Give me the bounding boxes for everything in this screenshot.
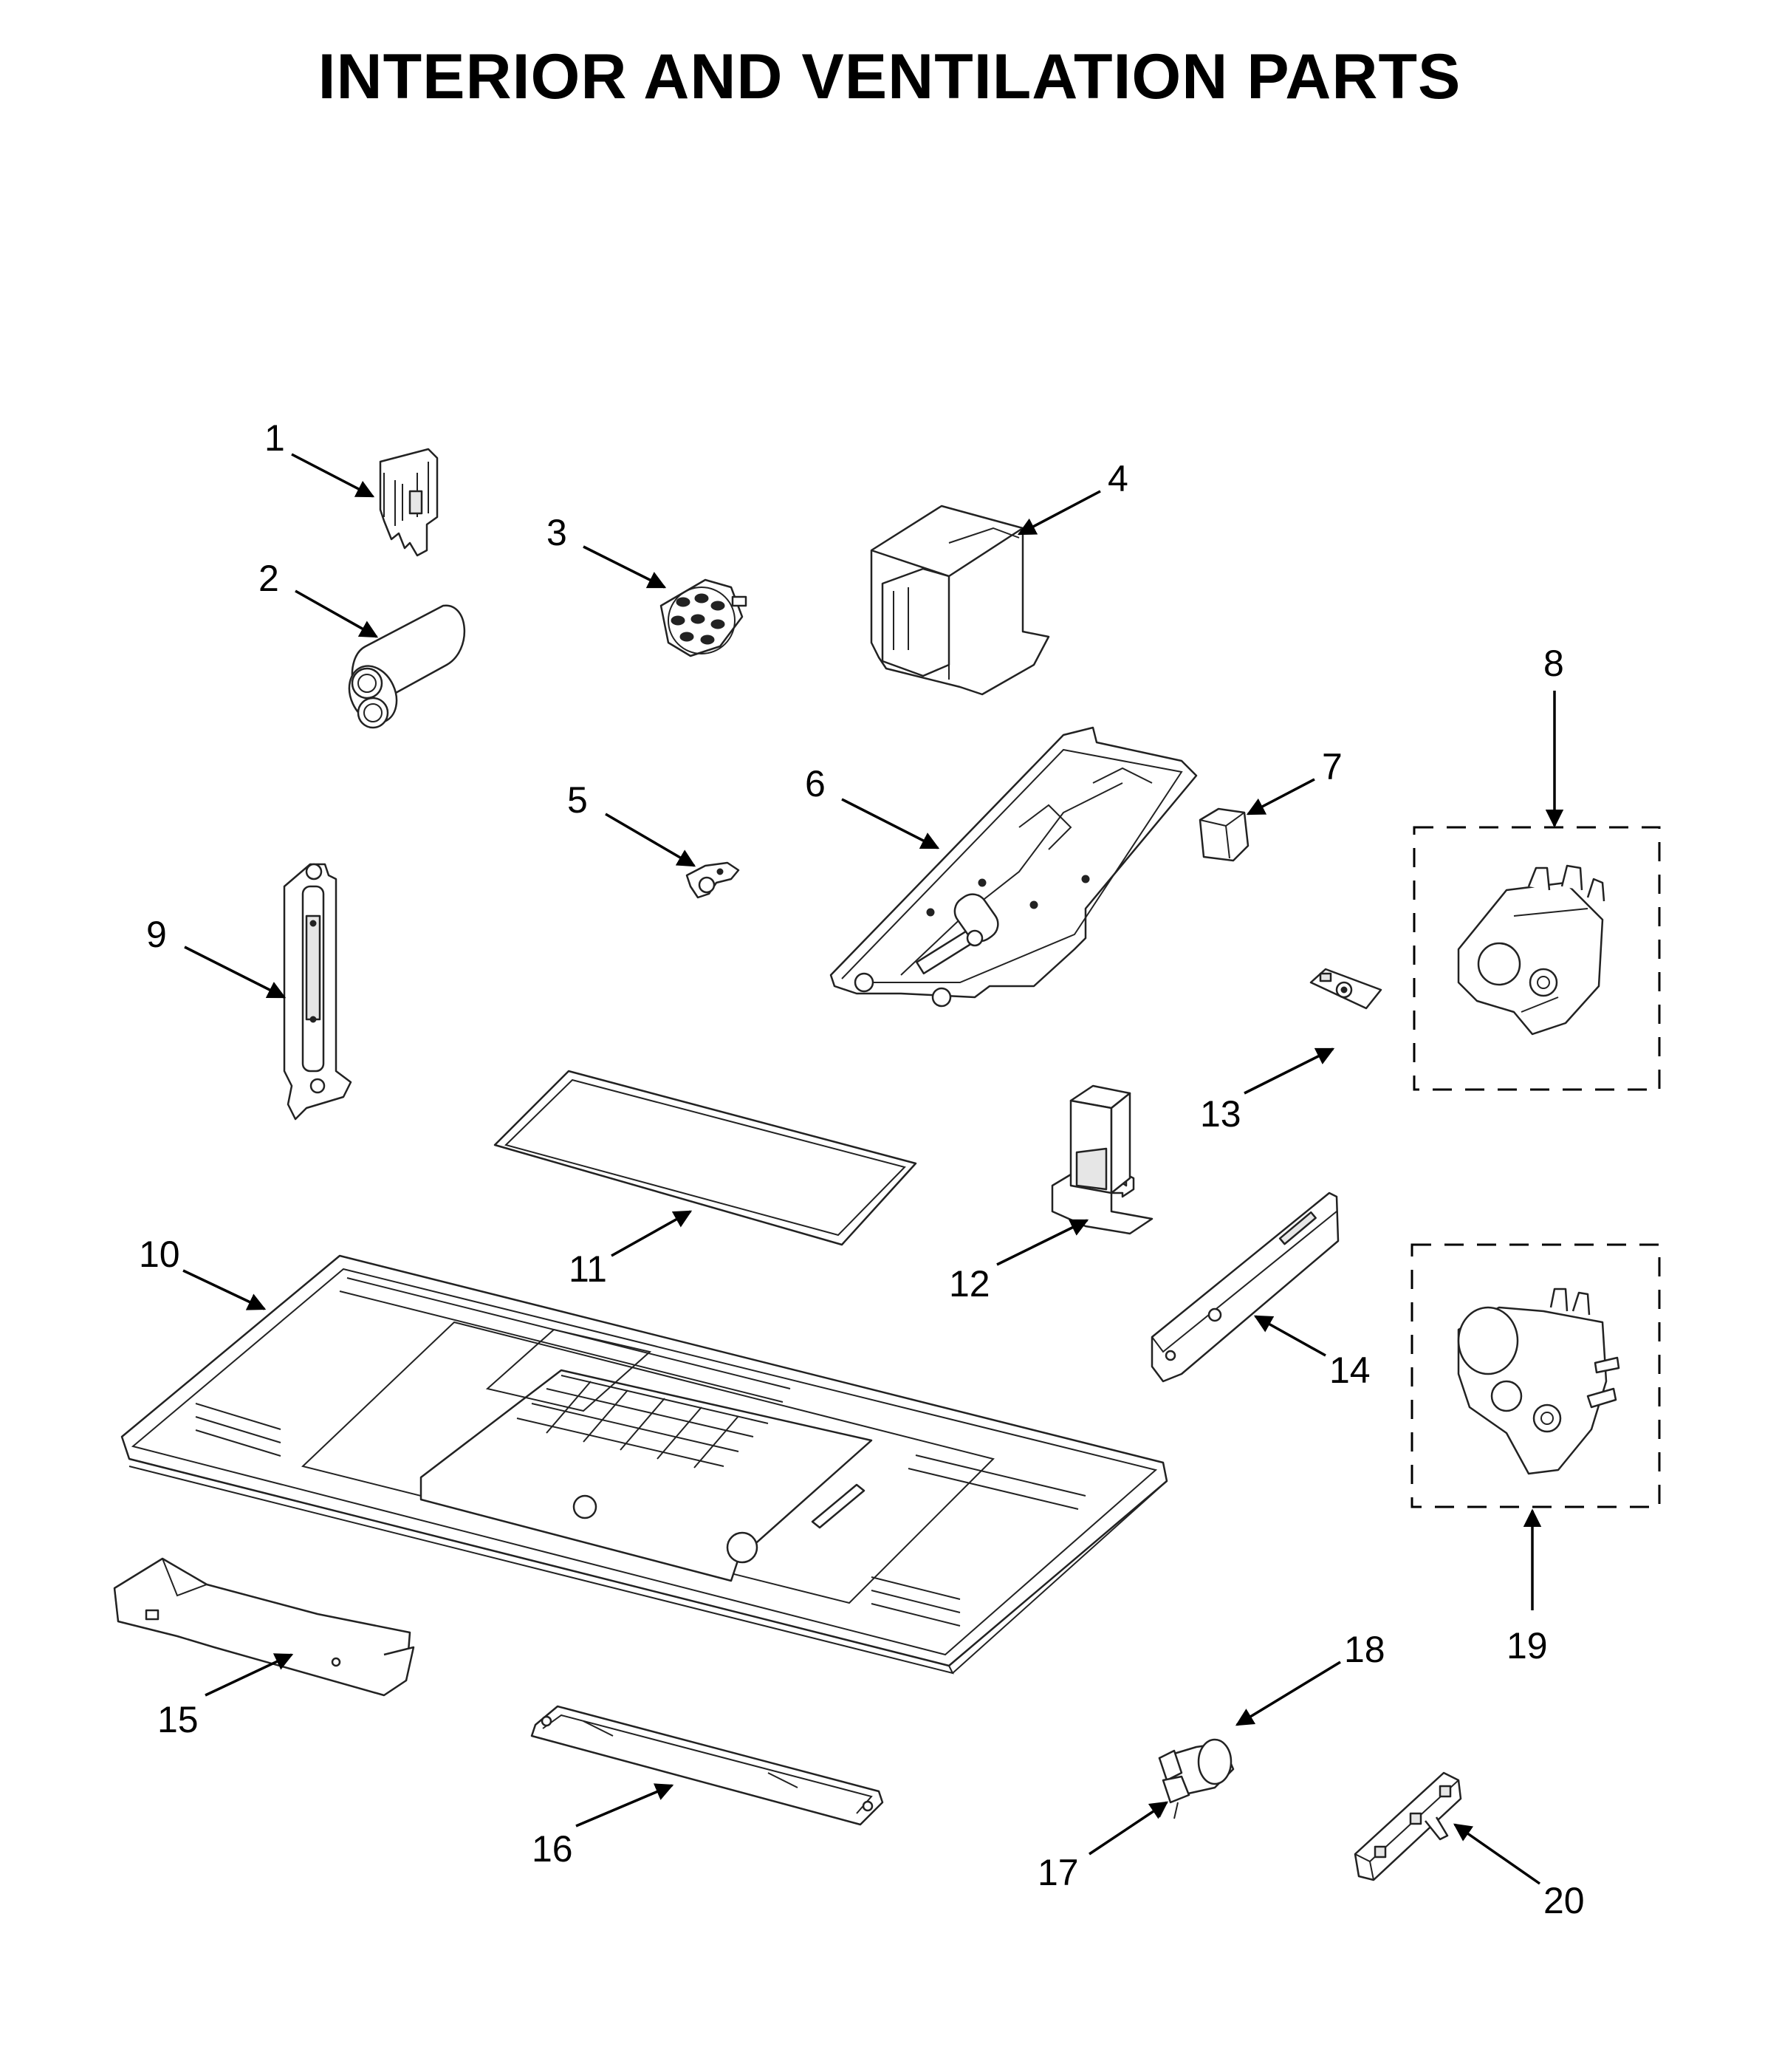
part-8-door-switch-assembly-drawing[interactable] <box>1457 864 1605 1036</box>
part-8-assembly-box <box>1413 826 1661 1091</box>
diagram-title: INTERIOR AND VENTILATION PARTS <box>318 41 1461 112</box>
part-20-terminal-block-drawing[interactable] <box>1354 1771 1462 1881</box>
callout-19: 19 <box>1507 1625 1548 1666</box>
part-12-duct-drawing[interactable] <box>1051 1084 1154 1235</box>
part-3-motor-cover-drawing[interactable] <box>659 578 747 657</box>
part-6-base-plate-drawing[interactable] <box>829 726 1198 1008</box>
part-4-transformer-drawing[interactable] <box>870 505 1050 696</box>
callout-1: 1 <box>264 417 285 459</box>
part-19-assembly-box <box>1410 1243 1661 1508</box>
part-7-switch-drawing[interactable] <box>1199 807 1250 862</box>
part-1-bracket-drawing[interactable] <box>379 448 439 557</box>
callout-4: 4 <box>1108 458 1128 499</box>
part-9-bracket-drawing[interactable] <box>283 863 352 1121</box>
callout-7: 7 <box>1322 746 1343 787</box>
callout-20: 20 <box>1543 1880 1585 1921</box>
callout-2: 2 <box>258 558 279 599</box>
callout-17: 17 <box>1038 1852 1079 1893</box>
part-15-cover-drawing[interactable] <box>113 1557 415 1697</box>
callout-5: 5 <box>567 779 588 821</box>
leader-lines <box>182 453 1564 1885</box>
callout-10: 10 <box>139 1234 180 1275</box>
part-5-thermostat-drawing[interactable] <box>685 861 740 899</box>
callout-11: 11 <box>569 1248 607 1290</box>
callout-16: 16 <box>532 1828 573 1870</box>
callout-8: 8 <box>1543 643 1564 684</box>
part-17-18-sensor-drawing[interactable] <box>1158 1738 1235 1819</box>
callout-13: 13 <box>1200 1093 1241 1135</box>
callout-9: 9 <box>146 914 167 955</box>
part-19-door-switch-assembly-drawing[interactable] <box>1457 1288 1620 1475</box>
callout-labels: 1 2 3 4 5 6 7 8 9 10 11 12 13 14 19 15 1… <box>139 417 1585 1921</box>
part-10-bottom-plate-drawing[interactable] <box>120 1254 1168 1675</box>
callout-18: 18 <box>1344 1629 1385 1670</box>
part-16-plate-drawing[interactable] <box>530 1705 884 1826</box>
part-14-rail-drawing[interactable] <box>1151 1191 1340 1383</box>
part-2-capacitor-drawing[interactable] <box>340 604 465 731</box>
part-13-bracket-drawing[interactable] <box>1309 968 1382 1010</box>
callout-15: 15 <box>157 1699 199 1740</box>
part-11-filter-drawing[interactable] <box>493 1070 917 1246</box>
callout-14: 14 <box>1329 1350 1371 1391</box>
callout-3: 3 <box>546 512 567 553</box>
callout-12: 12 <box>949 1263 990 1305</box>
callout-6: 6 <box>805 763 826 804</box>
